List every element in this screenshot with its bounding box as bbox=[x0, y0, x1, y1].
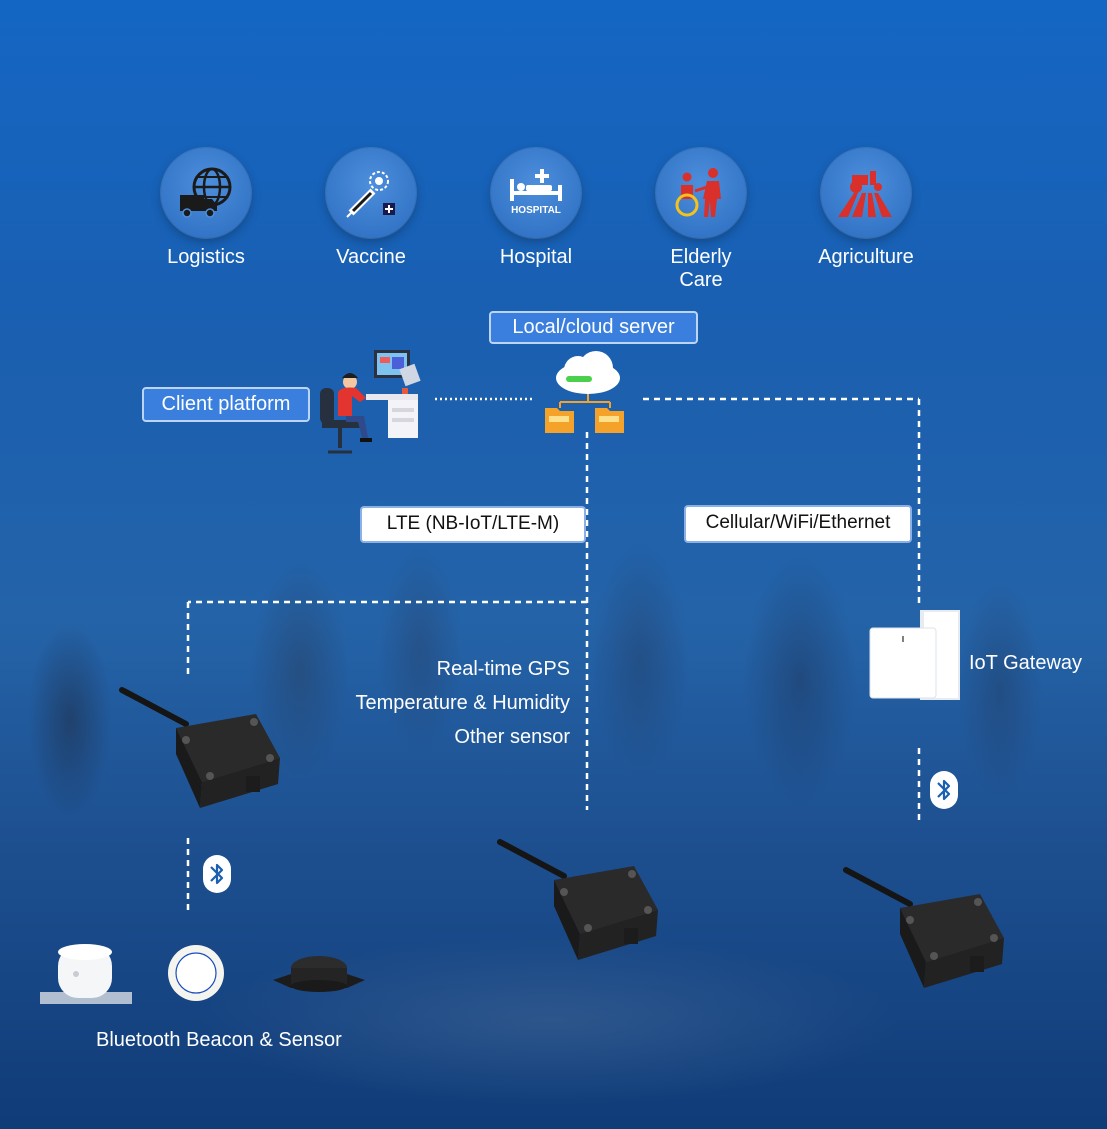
cellular-link-label: Cellular/WiFi/Ethernet bbox=[705, 512, 891, 533]
feature-temp-humidity: Temperature & Humidity bbox=[355, 692, 570, 714]
client-label-box: Client platform bbox=[142, 387, 310, 422]
globe-truck-icon bbox=[161, 148, 251, 238]
lte-tracker-center bbox=[494, 836, 664, 971]
cellular-link-box: Cellular/WiFi/Ethernet bbox=[684, 505, 912, 543]
beacon-cylinder bbox=[40, 940, 132, 1011]
iot-gateway-device bbox=[866, 608, 966, 713]
app-label: Logistics bbox=[167, 246, 245, 268]
beacon-puck bbox=[271, 950, 367, 1005]
lte-link-label: LTE (NB-IoT/LTE-M) bbox=[386, 513, 560, 534]
ble-tracker-right bbox=[840, 864, 1010, 999]
app-label: Agriculture bbox=[818, 246, 914, 268]
feature-gps: Real-time GPS bbox=[436, 658, 570, 680]
app-vaccine: Vaccine bbox=[316, 148, 426, 269]
app-label: Vaccine bbox=[336, 246, 406, 268]
server-label-box: Local/cloud server bbox=[489, 311, 698, 344]
lte-link-box: LTE (NB-IoT/LTE-M) bbox=[360, 506, 586, 543]
app-hospital: HOSPITAL Hospital bbox=[481, 148, 591, 269]
lte-tracker-left bbox=[116, 684, 286, 819]
app-label: Hospital bbox=[499, 246, 573, 268]
bluetooth-icon bbox=[929, 770, 959, 815]
server-label: Local/cloud server bbox=[512, 316, 675, 338]
hospital-badge: HOSPITAL bbox=[511, 205, 561, 216]
client-label: Client platform bbox=[161, 393, 291, 415]
client-workstation-icon bbox=[316, 348, 426, 465]
app-agriculture: Agriculture bbox=[811, 148, 921, 269]
app-logistics: Logistics bbox=[151, 148, 261, 269]
syringe-virus-icon bbox=[326, 148, 416, 238]
hospital-bed-icon: HOSPITAL bbox=[491, 148, 581, 238]
tractor-field-icon bbox=[821, 148, 911, 238]
beacon-round bbox=[166, 943, 226, 1008]
app-label: Elderly Care bbox=[670, 246, 732, 291]
feature-other-sensor: Other sensor bbox=[454, 726, 570, 748]
cloud-server-icon bbox=[538, 348, 638, 443]
beacons-label: Bluetooth Beacon & Sensor bbox=[96, 1029, 342, 1051]
bluetooth-icon bbox=[202, 854, 232, 899]
gateway-label: IoT Gateway bbox=[969, 652, 1083, 674]
app-elderly-care: Elderly Care bbox=[646, 148, 756, 292]
elderly-wheelchair-icon bbox=[656, 148, 746, 238]
